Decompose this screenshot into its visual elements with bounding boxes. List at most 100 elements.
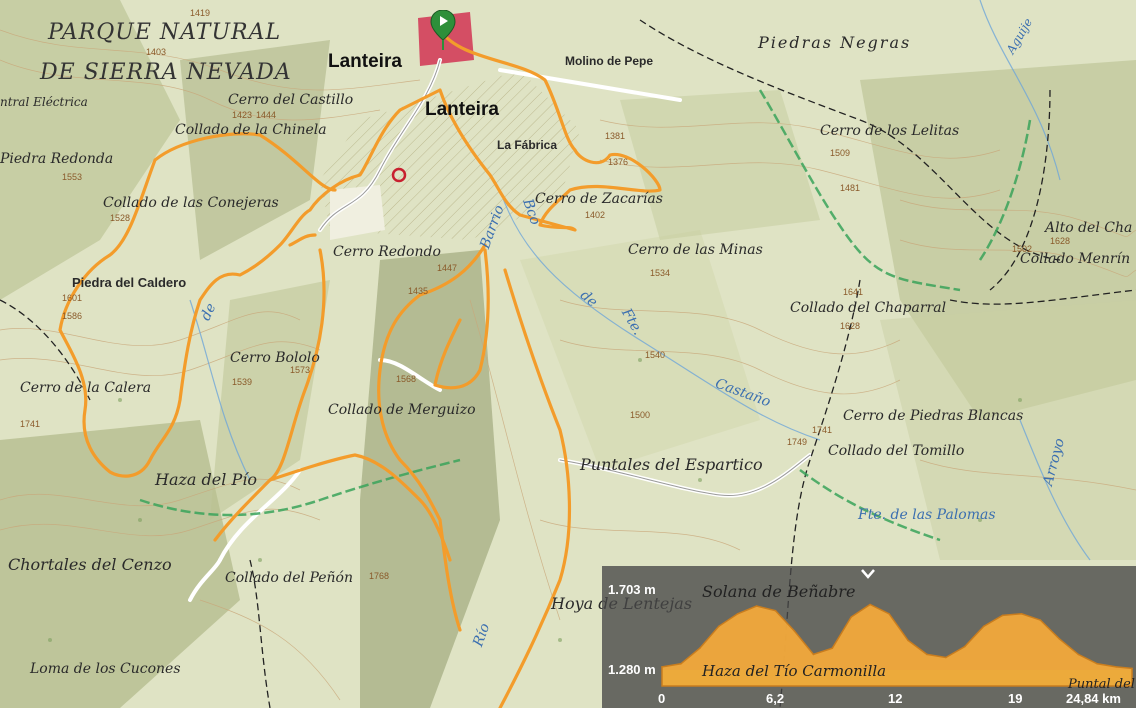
place-label: Alto del Cha: [1045, 220, 1133, 236]
profile-max-label: 1.703 m: [608, 582, 656, 597]
place-label: Collado del Peñón: [225, 570, 353, 586]
elevation-profile-point: [1058, 638, 1061, 640]
elevation-profile-point: [869, 603, 871, 606]
place-label: Cerro de los Lelitas: [820, 123, 960, 139]
elevation-profile-point: [1001, 614, 1004, 617]
elevation-label: 1502: [1012, 244, 1033, 254]
elevation-profile-point: [1115, 666, 1117, 668]
elevation-label: 1444: [256, 110, 277, 120]
elevation-label: 1435: [408, 286, 429, 296]
place-label: Piedra del Caldero: [72, 275, 187, 290]
place-label: Solana de Beñabre: [702, 582, 856, 601]
place-label: ntral Eléctrica: [0, 95, 88, 109]
elevation-label: 1628: [840, 321, 861, 331]
elevation-label: 1539: [232, 377, 253, 387]
elevation-profile-point: [661, 666, 663, 668]
place-label: Collado Menrín: [1020, 251, 1131, 267]
elevation-profile-point: [1131, 667, 1133, 670]
elevation-profile-chart: [661, 603, 1133, 687]
elevation-label: 1509: [830, 148, 851, 158]
elevation-profile-point: [850, 616, 852, 618]
elevation-profile-point: [926, 653, 928, 656]
elevation-label: 1553: [62, 172, 83, 182]
elevation-profile-point: [1020, 613, 1023, 615]
place-label: Puntal del C: [1068, 677, 1136, 692]
elevation-label: 1534: [650, 268, 671, 278]
elevation-profile-point: [982, 625, 985, 628]
place-label: Molino de Pepe: [565, 54, 654, 68]
place-label: Cerro del Castillo: [228, 92, 354, 108]
profile-x-tick: 19: [1008, 691, 1023, 706]
place-label: Haza del Pío: [155, 470, 257, 489]
elevation-label: 1447: [437, 263, 458, 273]
elevation-label: 1568: [396, 374, 417, 384]
place-label: Haza del Tío Carmonilla: [702, 662, 887, 680]
profile-x-tick: 12: [888, 691, 903, 706]
elevation-profile-point: [793, 630, 796, 632]
elevation-label: 1376: [608, 157, 629, 167]
place-label: Piedra Redonda: [0, 151, 114, 167]
profile-x-tick: 6,2: [766, 691, 785, 706]
place-label: Cerro de Zacarías: [535, 191, 663, 207]
elevation-label: 1586: [62, 311, 83, 321]
elevation-label: 1381: [605, 131, 626, 141]
elevation-profile-point: [718, 625, 720, 628]
place-label: Cerro Redondo: [333, 244, 441, 260]
elevation-label: 1573: [290, 365, 311, 375]
place-label: La Fábrica: [497, 138, 558, 152]
place-label: Collado de Merguizo: [328, 402, 476, 418]
elevation-profile-point: [888, 613, 890, 615]
start-pin-icon[interactable]: [430, 10, 456, 50]
park-label-line2: DE SIERRA NEVADA: [40, 60, 292, 85]
elevation-profile-point: [774, 609, 777, 612]
elevation-label: 1768: [369, 571, 390, 581]
elevation-label: 1423: [232, 110, 253, 120]
elevation-label: 1641: [843, 287, 864, 297]
place-label: Cerro de las Minas: [628, 242, 763, 258]
elevation-profile-point: [945, 656, 947, 659]
elevation-profile-point: [1077, 653, 1080, 656]
elevation-label: 1749: [787, 437, 808, 447]
elevation-profile-point: [812, 653, 815, 656]
place-label: Collado de la Chinela: [175, 122, 327, 138]
elevation-profile-point: [699, 647, 701, 649]
profile-x-tick: 0: [658, 691, 666, 706]
elevation-label: 1500: [630, 410, 651, 420]
elevation-profile-panel[interactable]: Solana de Beñabre Haza del Tío Carmonill…: [602, 566, 1136, 708]
place-label: Loma de los Cucones: [30, 661, 181, 677]
elevation-profile-point: [831, 647, 834, 649]
chevron-down-icon[interactable]: [860, 568, 876, 580]
elevation-label: 1481: [840, 183, 861, 193]
place-label: Cerro de Piedras Blancas: [843, 408, 1024, 424]
place-label: Collado de las Conejeras: [103, 195, 279, 211]
place-label: Cerro Bololo: [230, 350, 320, 366]
elevation-profile-point: [755, 605, 758, 607]
elevation-profile-point: [680, 663, 682, 665]
profile-x-tick: 24,84 km: [1066, 691, 1121, 706]
elevation-label: 1540: [645, 350, 666, 360]
elevation-label: 1628: [1050, 236, 1071, 246]
town-label: Lanteira: [328, 51, 402, 72]
place-label: Collado del Tomillo: [828, 443, 965, 459]
place-label: Puntales del Espartico: [580, 455, 763, 474]
elevation-label: 1402: [585, 210, 606, 220]
elevation-label: 1741: [20, 419, 41, 429]
town-label-secondary: Lanteira: [425, 99, 499, 120]
park-label-line1: PARQUE NATURAL: [48, 20, 282, 45]
elevation-profile-point: [1039, 619, 1042, 621]
elevation-label: 1741: [812, 425, 833, 435]
elevation-label: 1601: [62, 293, 83, 303]
elevation-label: 1419: [190, 8, 211, 18]
water-label: Fte. de las Palomas: [858, 507, 996, 523]
elevation-profile-point: [907, 639, 909, 642]
elevation-profile-point: [963, 645, 966, 648]
profile-min-label: 1.280 m: [608, 662, 656, 677]
elevation-label: 1528: [110, 213, 131, 223]
elevation-profile-point: [736, 613, 739, 615]
elevation-profile-point: [1096, 663, 1098, 665]
elevation-label: 1403: [146, 47, 167, 57]
place-label: Piedras Negras: [758, 33, 912, 52]
place-label: Collado del Chaparral: [790, 300, 947, 316]
